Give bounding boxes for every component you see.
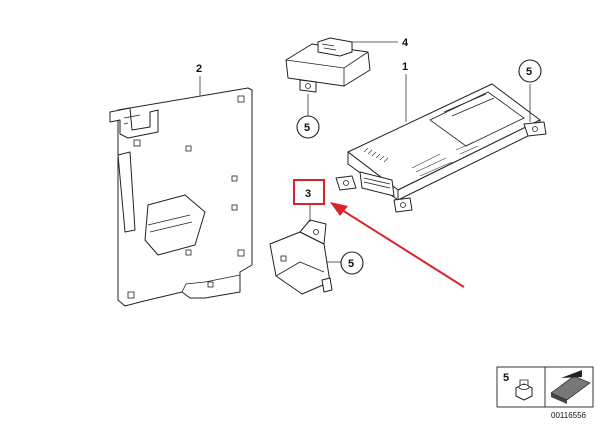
callout-1[interactable]: 1 — [402, 61, 408, 73]
small-bracket-part-3[interactable] — [269, 219, 333, 295]
callout-2[interactable]: 2 — [196, 63, 202, 75]
svg-text:1: 1 — [402, 61, 408, 73]
callout-4[interactable]: 4 — [402, 37, 409, 49]
svg-text:3: 3 — [305, 188, 311, 200]
mounting-bracket-part-2[interactable] — [109, 87, 253, 307]
vent-slots — [363, 141, 479, 177]
callout-3[interactable]: 3 — [305, 188, 311, 200]
antenna-module-part-4[interactable] — [285, 37, 371, 93]
slanted-arrow-icon — [550, 370, 591, 404]
red-pointer-arrow — [330, 202, 465, 288]
callout-5-near-part-4[interactable]: 5 — [296, 115, 320, 139]
legend-box: 5 — [496, 366, 594, 408]
svg-text:5: 5 — [348, 258, 354, 270]
callout-5-near-part-3[interactable]: 5 — [340, 251, 364, 275]
svg-text:5: 5 — [304, 122, 310, 134]
svg-text:2: 2 — [196, 63, 202, 75]
control-unit-part-1[interactable] — [335, 83, 547, 213]
legend-label: 5 — [503, 372, 509, 384]
nut-icon — [515, 379, 533, 401]
highlight-box — [293, 179, 325, 205]
reference-number: 00116556 — [551, 411, 587, 420]
svg-text:4: 4 — [402, 37, 409, 49]
svg-text:5: 5 — [526, 66, 532, 78]
callout-5-near-part-1[interactable]: 5 — [518, 59, 542, 83]
